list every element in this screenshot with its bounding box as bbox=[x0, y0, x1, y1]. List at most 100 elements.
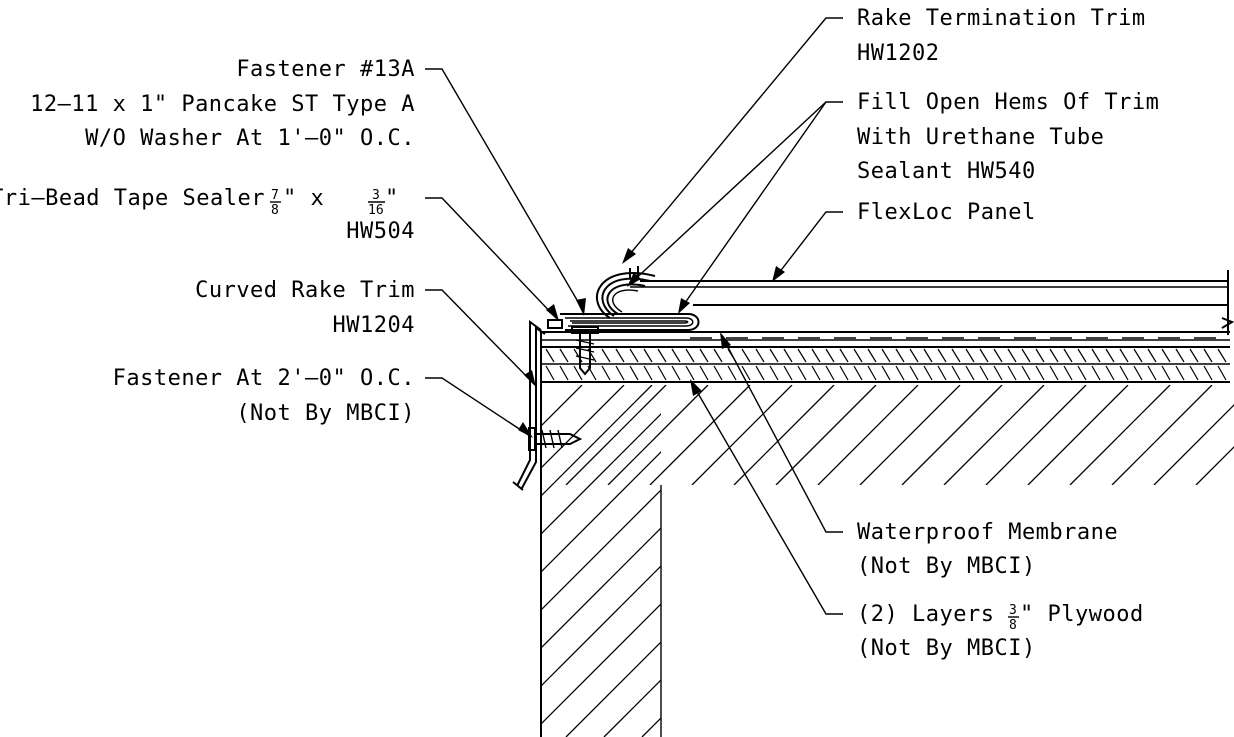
label-fastener-2ft: Fastener At 2'–0" O.C. (Not By MBCI) bbox=[113, 366, 415, 426]
plywood-grain-tick bbox=[769, 348, 779, 363]
plywood-grain-tick bbox=[867, 348, 877, 363]
plywood-grain-tick bbox=[1147, 348, 1157, 363]
label-fill-open-hems: Fill Open Hems Of Trim With Urethane Tub… bbox=[857, 90, 1159, 184]
deck-hatch-line bbox=[565, 385, 667, 485]
plywood-grain-tick bbox=[839, 348, 849, 363]
plywood-grain-tick bbox=[839, 365, 849, 381]
deck-hatch-line bbox=[817, 385, 919, 485]
wall-hatch-line bbox=[541, 385, 653, 497]
plywood-grain-tick bbox=[1189, 365, 1199, 381]
plywood-grain-tick bbox=[1147, 365, 1157, 381]
plywood-grain-tick bbox=[1217, 365, 1227, 381]
plywood-grain-tick bbox=[1077, 348, 1087, 363]
deck-hatch-line bbox=[1195, 446, 1234, 485]
plywood-grain-tick bbox=[909, 365, 919, 381]
plywood-grain-tick bbox=[797, 348, 807, 363]
wall-hatch-line bbox=[541, 603, 661, 725]
plywood-grain-tick bbox=[923, 348, 933, 363]
plywood-grain-tick bbox=[783, 348, 793, 363]
plywood-grain-tick bbox=[643, 348, 653, 363]
plywood-grain-tick bbox=[755, 365, 765, 381]
plywood-hatch bbox=[545, 348, 1227, 381]
deck-hatch-line bbox=[1027, 385, 1129, 485]
plywood-grain-tick bbox=[1049, 348, 1059, 363]
leaders bbox=[425, 17, 843, 615]
fastener-13a bbox=[571, 326, 599, 376]
rake-termination-trim bbox=[560, 266, 700, 331]
plywood-grain-tick bbox=[685, 365, 695, 381]
svg-text:(2) Layers: (2) Layers bbox=[857, 602, 994, 627]
plywood-grain-tick bbox=[559, 348, 569, 363]
svg-text:Sealant HW540: Sealant HW540 bbox=[857, 159, 1036, 184]
plywood-grain-tick bbox=[1091, 348, 1101, 363]
svg-text:HW1202: HW1202 bbox=[857, 41, 939, 66]
plywood-grain-tick bbox=[937, 365, 947, 381]
wall-hatch bbox=[541, 385, 661, 737]
plywood-grain-tick bbox=[713, 348, 723, 363]
label-rake-termination-trim: Rake Termination Trim HW1202 bbox=[857, 6, 1145, 66]
plywood-grain-tick bbox=[1007, 365, 1017, 381]
plywood-grain-tick bbox=[671, 348, 681, 363]
plywood-grain-tick bbox=[741, 348, 751, 363]
deck-hatch-line bbox=[1153, 404, 1234, 485]
deck-hatch-line bbox=[1069, 385, 1171, 485]
wall-hatch-line bbox=[541, 413, 661, 535]
plywood-grain-tick bbox=[1119, 348, 1129, 363]
plywood-grain-tick bbox=[937, 348, 947, 363]
label-curved-rake-trim: Curved Rake Trim HW1204 bbox=[195, 278, 415, 338]
leader-hem-1 bbox=[629, 101, 843, 285]
plywood-grain-tick bbox=[699, 348, 709, 363]
svg-text:(Not By MBCI): (Not By MBCI) bbox=[857, 554, 1036, 579]
plywood-grain-tick bbox=[895, 365, 905, 381]
svg-text:": " bbox=[385, 186, 399, 211]
plywood-grain-tick bbox=[643, 365, 653, 381]
deck-hatch-line bbox=[649, 385, 751, 485]
plywood-grain-tick bbox=[993, 365, 1003, 381]
leader-fastener-13a bbox=[425, 68, 585, 313]
svg-text:3: 3 bbox=[1009, 603, 1017, 618]
plywood-grain-tick bbox=[825, 348, 835, 363]
svg-text:8: 8 bbox=[271, 203, 279, 218]
label-plywood: (2) Layers 3 8 " Plywood (Not By MBCI) bbox=[857, 602, 1143, 661]
plywood-grain-tick bbox=[1217, 348, 1227, 363]
wall-hatch-line bbox=[565, 641, 661, 737]
deck-hatch-line bbox=[859, 385, 961, 485]
svg-text:Fastener At 2'–0" O.C.: Fastener At 2'–0" O.C. bbox=[113, 366, 415, 391]
leader-fastener-2ft bbox=[425, 377, 531, 437]
plywood-grain-tick bbox=[545, 348, 555, 363]
plywood-grain-tick bbox=[685, 348, 695, 363]
svg-text:3: 3 bbox=[372, 188, 380, 203]
label-flexloc-panel: FlexLoc Panel bbox=[857, 200, 1035, 225]
plywood-grain-tick bbox=[1105, 348, 1115, 363]
plywood-grain-tick bbox=[951, 365, 961, 381]
svg-text:8: 8 bbox=[1009, 618, 1017, 633]
plywood-grain-tick bbox=[1203, 365, 1213, 381]
plywood-grain-tick bbox=[615, 365, 625, 381]
svg-text:Waterproof Membrane: Waterproof Membrane bbox=[857, 520, 1118, 545]
curved-rake-trim bbox=[512, 319, 563, 491]
plywood-grain-tick bbox=[1133, 348, 1143, 363]
plywood-grain-tick bbox=[979, 365, 989, 381]
label-fastener-13a: Fastener #13A 12–11 x 1" Pancake ST Type… bbox=[30, 57, 415, 151]
plywood-grain-tick bbox=[699, 365, 709, 381]
wall-hatch-line bbox=[541, 565, 661, 687]
plywood-grain-tick bbox=[727, 365, 737, 381]
plywood-grain-tick bbox=[601, 365, 611, 381]
plywood-grain-tick bbox=[993, 348, 1003, 363]
plywood-grain-tick bbox=[769, 365, 779, 381]
plywood-grain-tick bbox=[797, 365, 807, 381]
plywood-grain-tick bbox=[1021, 348, 1031, 363]
plywood-grain-tick bbox=[965, 348, 975, 363]
plywood-grain-tick bbox=[1161, 365, 1171, 381]
plywood-grain-tick bbox=[965, 365, 975, 381]
svg-text:W/O Washer At 1'–0" O.C.: W/O Washer At 1'–0" O.C. bbox=[85, 126, 415, 151]
plywood-grain-tick bbox=[1189, 348, 1199, 363]
plywood-grain-tick bbox=[1203, 348, 1213, 363]
plywood-grain-tick bbox=[1063, 348, 1073, 363]
plywood-grain-tick bbox=[573, 365, 583, 381]
plywood-grain-tick bbox=[741, 365, 751, 381]
plywood-grain-tick bbox=[1021, 365, 1031, 381]
svg-text:HW1204: HW1204 bbox=[333, 313, 415, 338]
panel-break-line bbox=[1221, 270, 1234, 335]
